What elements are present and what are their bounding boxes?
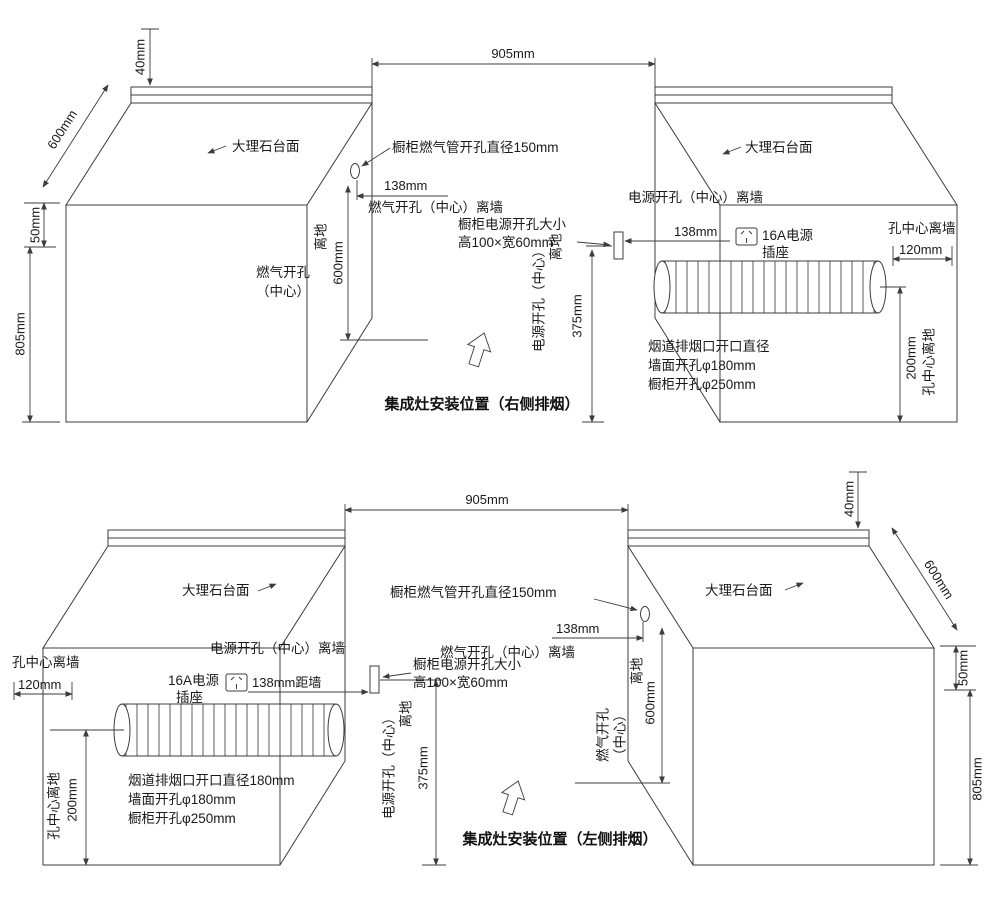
direction-arrow-icon bbox=[466, 332, 492, 368]
leader-arrow bbox=[784, 582, 804, 591]
flue-label-2: 墙面开孔φ180mm bbox=[648, 358, 756, 373]
dim-905-label: 905mm bbox=[491, 46, 534, 61]
socket-label-2: 插座 bbox=[762, 245, 789, 260]
dim-600-depth-label: 600mm bbox=[921, 557, 957, 602]
hole-floor-label: 孔中心离地 bbox=[921, 328, 937, 396]
gas-hole-floor-label-2: （中心） bbox=[256, 284, 310, 299]
gas-138-label: 138mm bbox=[556, 621, 599, 636]
gas-138-label: 138mm bbox=[384, 178, 427, 193]
gas-pipe-hole-label: 橱柜燃气管开孔直径150mm bbox=[392, 139, 559, 155]
diagram-title-right-exhaust: 集成灶安装位置（右侧排烟） bbox=[383, 395, 579, 413]
power-hole-size-label-2: 高100×宽60mm bbox=[413, 674, 508, 690]
flue-duct bbox=[113, 703, 345, 757]
power-hole-wall-label: 电源开孔（中心）离墙 bbox=[628, 189, 763, 205]
power-floor-label-1: 电源开孔（中心） bbox=[532, 244, 547, 352]
hole-floor-value: 200mm bbox=[903, 336, 918, 379]
hole-wall-value: 120mm bbox=[18, 677, 61, 692]
bottom-labels: 905mm 40mm 600mm 50mm 805mm 大理石台面 大理石台面 … bbox=[12, 481, 984, 848]
marble-countertop-label: 大理石台面 bbox=[232, 139, 300, 154]
leader-arrow bbox=[576, 241, 611, 248]
flue-label-1: 烟道排烟口开口直径180mm bbox=[128, 773, 295, 788]
gas-hole-wall-label: 燃气开孔（中心）离墙 bbox=[368, 199, 503, 215]
marble-countertop-label: 大理石台面 bbox=[745, 140, 813, 155]
gas-hole-floor-label-2: （中心） bbox=[613, 708, 628, 762]
bottom-right-cabinet bbox=[627, 529, 935, 866]
power-height-375-label: 375mm bbox=[569, 294, 584, 337]
dim-40-label: 40mm bbox=[841, 481, 856, 517]
dim-40-label: 40mm bbox=[132, 39, 147, 75]
top-diagram: 905mm 40mm 600mm 50mm 805mm 大理石台面 大理石台面 … bbox=[12, 28, 958, 423]
hole-wall-value: 120mm bbox=[899, 242, 942, 257]
power-hole-wall-label: 电源开孔（中心）离墙 bbox=[210, 640, 345, 656]
power-138-label: 138mm距墙 bbox=[252, 675, 321, 690]
dim-50-label: 50mm bbox=[27, 207, 42, 243]
gas-pipe-hole-label: 橱柜燃气管开孔直径150mm bbox=[390, 584, 557, 600]
gas-height-600-label: 600mm bbox=[330, 241, 345, 284]
leader-arrow bbox=[257, 583, 277, 592]
leader-arrow bbox=[207, 145, 227, 154]
socket-label-1: 16A电源 bbox=[168, 673, 220, 688]
leader-arrow bbox=[382, 672, 412, 679]
bottom-dimensions bbox=[13, 471, 978, 866]
flue-label-2: 墙面开孔φ180mm bbox=[128, 792, 236, 807]
power-floor-label-1: 电源开孔（中心） bbox=[382, 711, 397, 819]
power-hole-mark bbox=[613, 231, 624, 260]
flue-duct bbox=[653, 260, 887, 314]
power-floor-label-2: 离地 bbox=[548, 233, 564, 260]
gas-pipe-hole-mark bbox=[640, 606, 650, 622]
flue-label-3: 橱柜开孔φ250mm bbox=[128, 811, 236, 826]
gas-hole-wall-label: 燃气开孔（中心）离墙 bbox=[440, 644, 575, 660]
marble-countertop-label: 大理石台面 bbox=[182, 583, 250, 598]
gas-hole-floor-label-1: 燃气开孔 bbox=[256, 264, 310, 280]
dim-805-label: 805mm bbox=[12, 312, 27, 355]
hole-floor-value: 200mm bbox=[64, 778, 79, 821]
gas-hole-floor-label-1: 燃气开孔 bbox=[595, 708, 611, 762]
power-floor-label-2: 离地 bbox=[398, 700, 414, 728]
dim-805-label: 805mm bbox=[969, 757, 984, 800]
dim-600-depth-label: 600mm bbox=[44, 107, 80, 152]
gas-hole-floor-label-3: 离地 bbox=[313, 223, 329, 250]
power-hole-size-label-1: 橱柜电源开孔大小 bbox=[458, 217, 566, 232]
flue-label-1: 烟道排烟口开口直径 bbox=[648, 339, 770, 354]
gas-pipe-hole-mark bbox=[350, 163, 360, 179]
power-138-label: 138mm bbox=[674, 224, 717, 239]
socket-icon bbox=[225, 673, 248, 692]
socket-label-1: 16A电源 bbox=[762, 228, 814, 243]
marble-countertop-label: 大理石台面 bbox=[705, 583, 773, 598]
hole-wall-label: 孔中心离墙 bbox=[12, 654, 80, 670]
top-right-cabinet bbox=[613, 86, 958, 423]
dim-905-label: 905mm bbox=[465, 492, 508, 507]
top-left-cabinet bbox=[65, 86, 373, 423]
power-hole-size-label-2: 高100×宽60mm bbox=[458, 234, 553, 250]
socket-icon bbox=[735, 227, 758, 246]
power-hole-mark bbox=[369, 665, 380, 694]
top-dimensions bbox=[22, 28, 953, 423]
socket-label-2: 插座 bbox=[176, 690, 203, 705]
gas-hole-floor-label-3: 离地 bbox=[629, 657, 645, 685]
leader-arrow bbox=[722, 146, 742, 155]
dim-50-label: 50mm bbox=[955, 650, 970, 686]
diagram-title-left-exhaust: 集成灶安装位置（左侧排烟） bbox=[461, 830, 657, 848]
power-hole-size-label-1: 橱柜电源开孔大小 bbox=[413, 657, 521, 672]
direction-arrow-icon bbox=[500, 780, 526, 816]
power-height-375-label: 375mm bbox=[415, 746, 430, 789]
hole-floor-label: 孔中心离地 bbox=[46, 772, 62, 840]
flue-label-3: 橱柜开孔φ250mm bbox=[648, 377, 756, 392]
bottom-diagram: 905mm 40mm 600mm 50mm 805mm 大理石台面 大理石台面 … bbox=[12, 471, 984, 866]
leader-arrow bbox=[361, 147, 391, 167]
bottom-wall-fittings bbox=[225, 665, 380, 694]
gas-height-600-label: 600mm bbox=[642, 681, 657, 724]
hole-wall-label: 孔中心离墙 bbox=[888, 220, 956, 236]
leader-arrow bbox=[593, 598, 638, 612]
